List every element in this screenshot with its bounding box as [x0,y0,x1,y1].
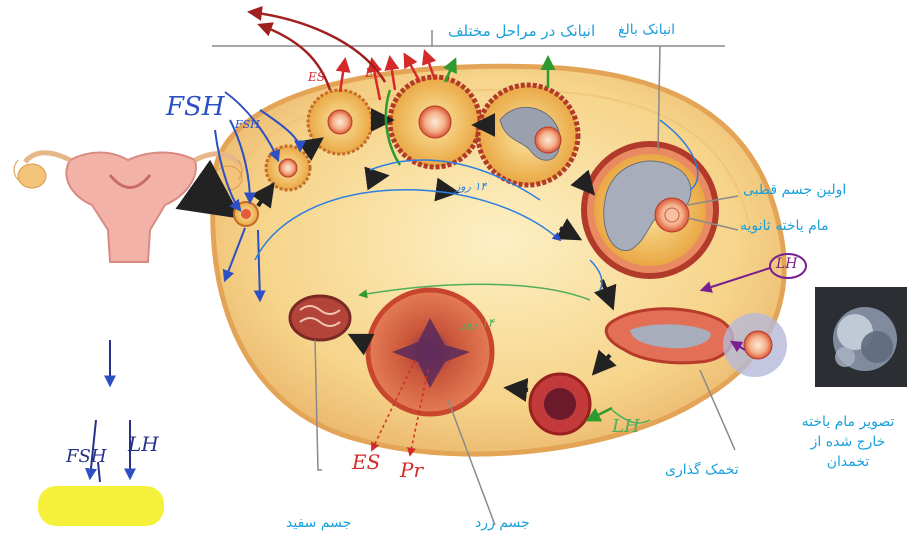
corpus-albicans [290,296,350,340]
corpus-luteum [368,290,492,414]
oocyte-photo [815,287,907,387]
handwritten-lh-right: LH [612,416,640,437]
label-first-polar-body: اولین جسم قطبی [743,182,846,198]
follicle-primary [266,146,310,190]
handwritten-day14-upper: ۱۴ روز [455,180,486,193]
label-oocyte-image-caption: تصویر مام یاخته خارج شده از تخمدان [790,412,906,472]
follicle-antral [478,85,578,185]
handwritten-pr-bottom: Pr [400,458,423,482]
handwritten-es-2: ES [365,66,382,80]
handwritten-es-1: ES [308,70,325,84]
handwritten-fsh-small: FSH [235,118,260,131]
follicle-tertiary [390,77,480,167]
follicle-secondary [308,90,372,154]
handwritten-lh-left: LH [128,432,159,456]
handwritten-lh-circle: LH [776,256,798,272]
handwritten-fsh-left: FSH [66,446,107,467]
handwritten-es-bottom: ES [352,450,380,474]
label-ovulation: تخمک گذاری [665,462,739,478]
uterus-illustration [14,153,242,263]
label-corpus-luteum: جسم زرد [475,515,530,531]
label-secondary-oocyte: مام یاخته ثانویه [740,218,829,234]
early-corpus-luteum [530,374,590,434]
label-corpus-albicans: جسم سفید [286,515,351,531]
handwritten-day14-lower: ۱۴ روز [460,316,494,330]
handwritten-fsh-big: FSH [166,92,225,122]
label-follicles-in-stages: انبانک در مراحل مختلف [448,22,595,40]
label-mature-follicle: انبانک بالغ [618,22,675,38]
